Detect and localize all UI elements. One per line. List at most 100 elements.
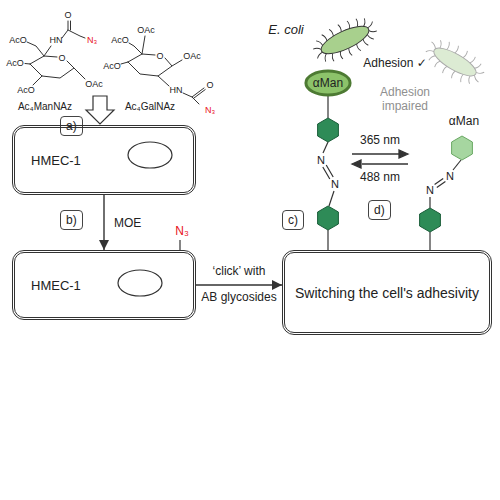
fimbria — [470, 56, 476, 64]
fimbria — [467, 76, 474, 84]
edge-label: MOE — [112, 216, 143, 230]
step-letter: d) — [368, 200, 391, 220]
compound-name: Ac₄GalNAz — [125, 101, 175, 113]
arrow-head — [399, 150, 408, 158]
fimbria — [339, 51, 344, 59]
step-letter: b) — [60, 210, 83, 230]
bond — [158, 76, 169, 86]
cell-outline: HMEC-1 — [12, 125, 196, 195]
atom-label: AcO — [103, 61, 121, 71]
adhesion-label: Adhesion ✓ — [363, 57, 426, 71]
atom-label: OAc — [183, 51, 201, 61]
fimbria — [367, 33, 374, 41]
bond — [121, 62, 128, 64]
fimbria — [331, 53, 336, 61]
fimbria — [346, 21, 351, 29]
fimbria — [475, 62, 482, 70]
fimbria — [348, 48, 352, 56]
fimbria — [316, 39, 323, 47]
fimbria — [454, 46, 459, 54]
fimbria — [363, 38, 368, 46]
step-letter-text: b) — [66, 212, 77, 228]
benzene-ring — [420, 208, 441, 232]
atom-label: HN — [170, 85, 183, 95]
reaction-label: AB glycosides — [201, 291, 276, 305]
fimbria — [356, 44, 361, 52]
node-text: αMan — [313, 76, 343, 90]
atom-label: N — [331, 178, 339, 191]
process-arrow — [103, 195, 104, 250]
wavelength-label: 488 nm — [360, 171, 400, 185]
fimbria — [429, 54, 436, 62]
fimbria — [434, 60, 440, 68]
fimbria — [322, 34, 327, 42]
azo-double-bond — [323, 165, 333, 179]
reaction-label: ‘click’ with — [213, 265, 266, 279]
fimbria — [426, 48, 434, 55]
fimbria — [451, 71, 456, 79]
atom-label: N₃ — [87, 35, 97, 45]
fimbria — [354, 19, 359, 27]
linker — [327, 94, 328, 118]
ecoli-bacterium-faded — [421, 33, 489, 91]
cell-outline: HMEC-1 — [12, 250, 196, 320]
fimbria — [338, 24, 342, 32]
cis-azobenzene — [430, 160, 461, 250]
bond — [142, 36, 145, 54]
fimbria — [476, 69, 484, 76]
atom-label: N₃ — [205, 105, 215, 115]
wavelength-label: 365 nm — [360, 134, 400, 148]
atom-label: AcO — [111, 35, 129, 45]
bond — [74, 68, 85, 79]
benzene-ring — [318, 118, 339, 142]
fimbria — [316, 52, 324, 58]
bond — [323, 142, 328, 153]
photoswitch-arrows — [352, 150, 408, 168]
atom-label: N — [446, 170, 454, 183]
fimbria — [459, 74, 465, 82]
mannosamine-structure — [25, 21, 85, 85]
fimbria — [463, 51, 468, 59]
step-letter: c) — [282, 210, 304, 230]
organism-label: E. coli — [268, 23, 303, 38]
node-text: HMEC-1 — [31, 153, 81, 168]
linker — [327, 230, 328, 250]
atom-label: O — [206, 80, 213, 90]
atom-label: AcO — [17, 85, 35, 95]
arrow-shaft — [362, 163, 408, 164]
nucleus — [128, 142, 172, 168]
ring-bond — [30, 56, 74, 78]
adhesion-label: Adhesion impaired — [369, 86, 441, 114]
atom-label: O — [156, 51, 163, 61]
galactosamine-structure — [121, 36, 205, 104]
step-letter-text: d) — [374, 202, 385, 218]
bond — [33, 76, 42, 85]
fimbria — [442, 66, 447, 74]
arrow-shaft — [352, 153, 400, 154]
atom-label: AcO — [9, 35, 27, 45]
atom-label: O — [58, 53, 65, 63]
ring-bond — [128, 54, 172, 76]
fimbria — [313, 46, 321, 52]
node-text: Switching the cell's adhesivity — [295, 285, 479, 301]
fimbria — [429, 42, 437, 49]
atom-label: αMan — [449, 115, 479, 129]
atom-label: N₃ — [175, 225, 189, 239]
bond — [329, 191, 334, 206]
fimbria — [323, 54, 330, 62]
ellipse-outline — [306, 71, 350, 95]
bacterium-body — [318, 21, 373, 59]
nucleus — [118, 270, 162, 296]
node-text: HMEC-1 — [31, 278, 81, 293]
atom-label: N — [317, 154, 325, 167]
fimbria — [329, 29, 334, 37]
benzene-ring-faded — [452, 136, 473, 160]
fimbria — [445, 42, 451, 50]
step-letter-text: c) — [288, 212, 298, 228]
compound-name: Ac₄ManNAz — [18, 101, 72, 113]
atom-label: AcO — [6, 58, 24, 68]
bond — [183, 88, 205, 104]
linker — [429, 232, 430, 250]
